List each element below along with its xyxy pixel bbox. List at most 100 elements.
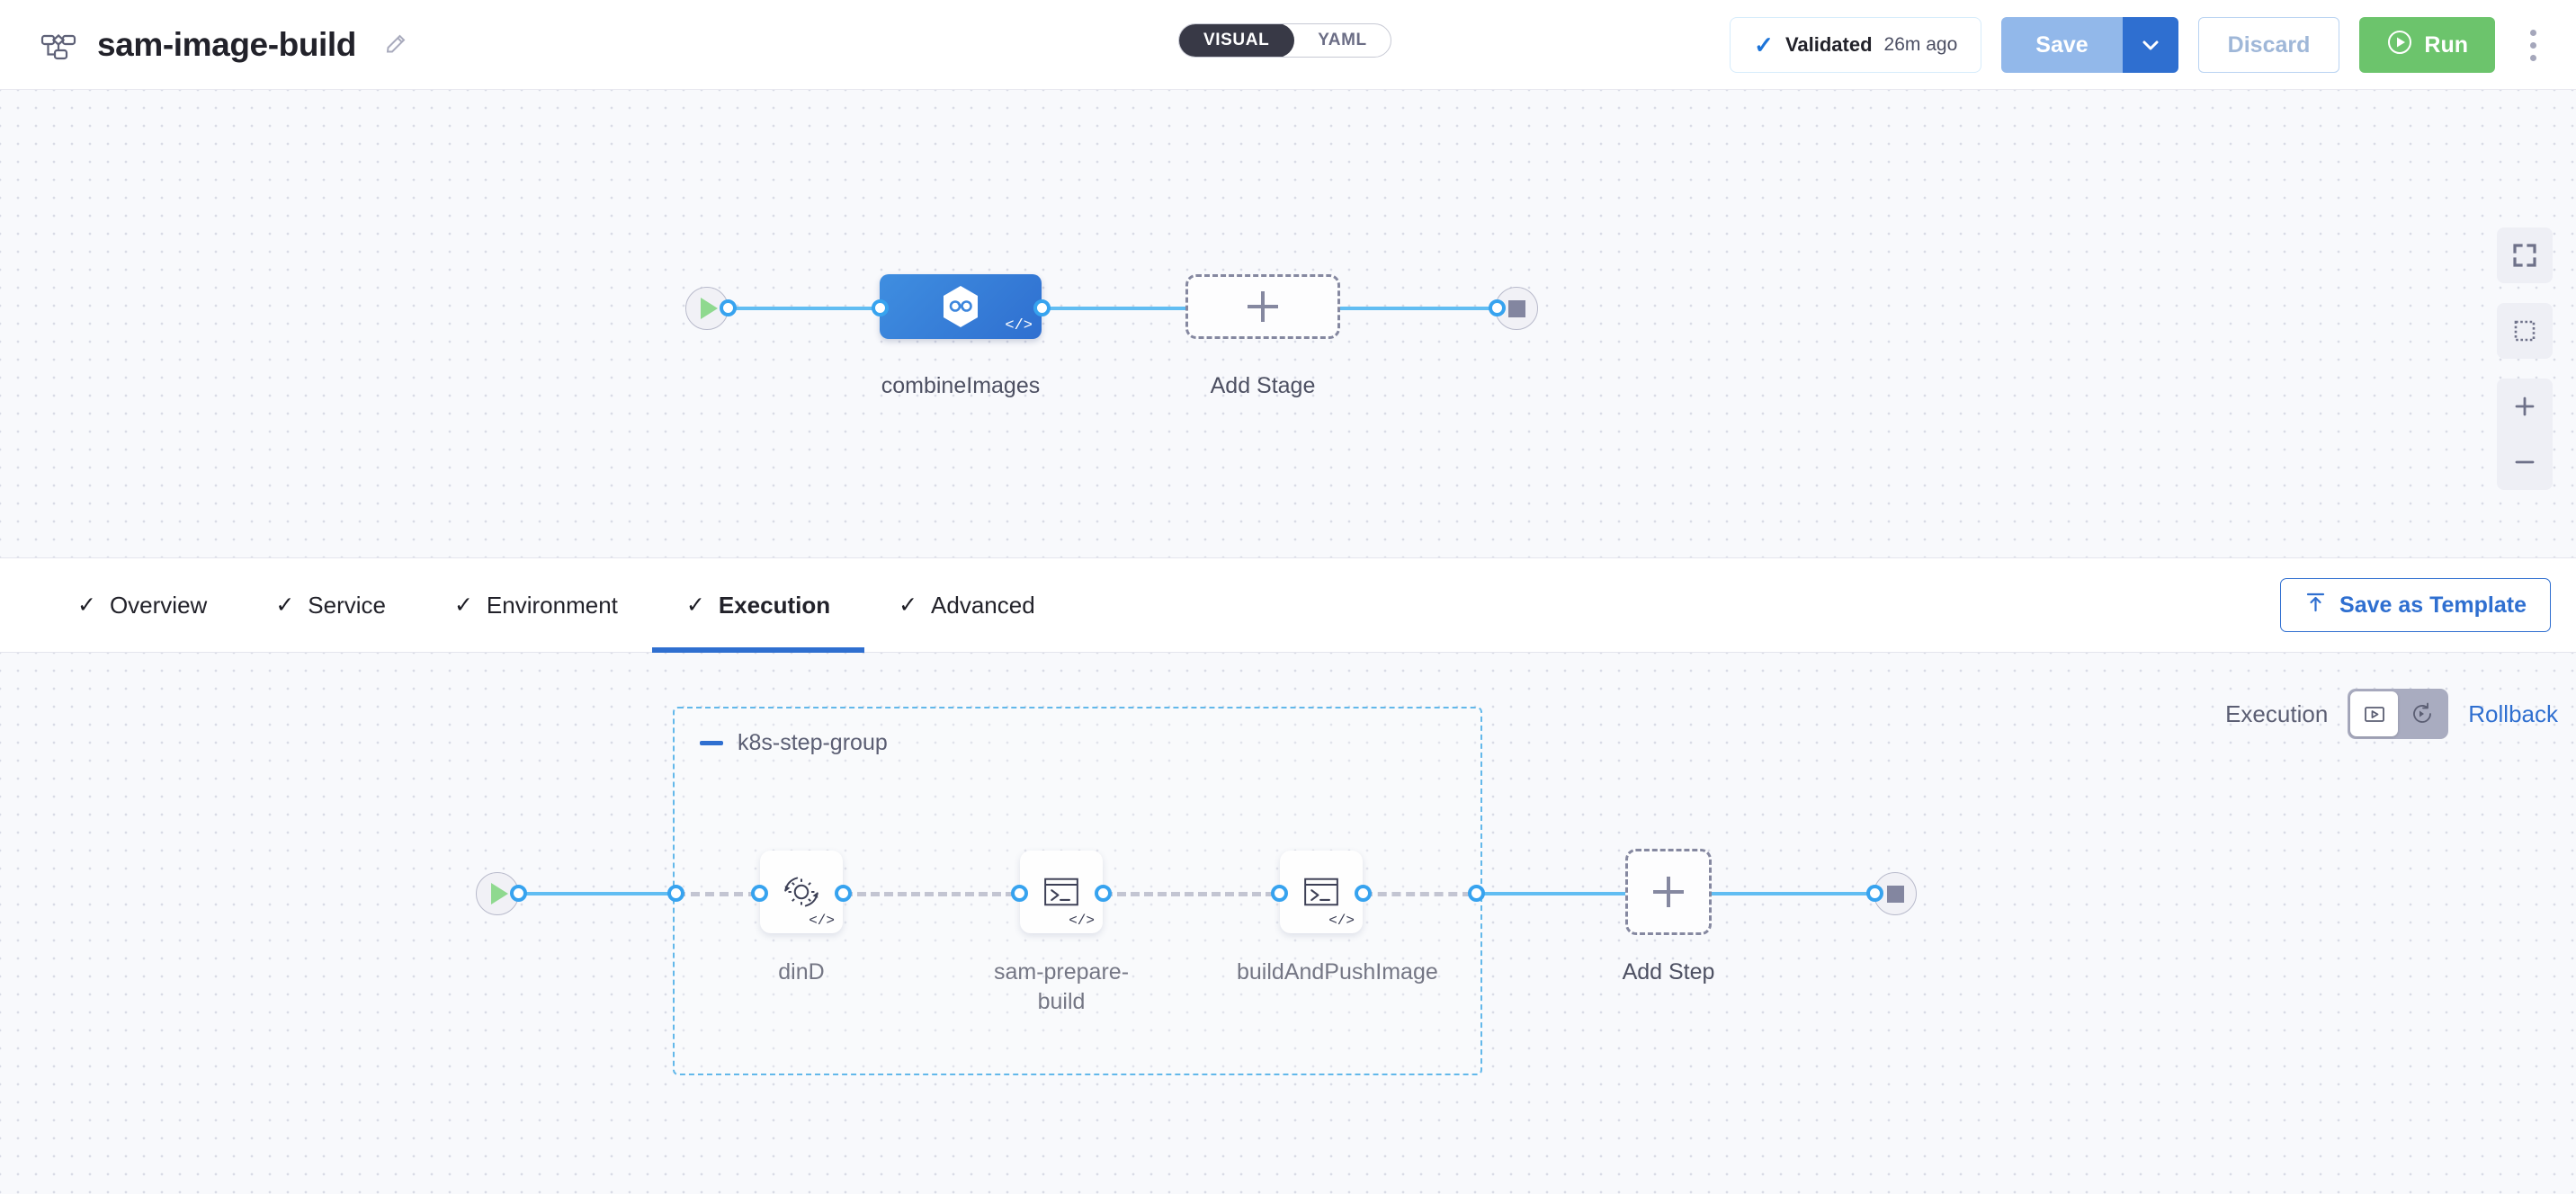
zoom-out-button[interactable] <box>2497 434 2553 490</box>
tab-service[interactable]: ✓ Service <box>241 557 420 653</box>
step-group-title: k8s-step-group <box>738 730 888 755</box>
validated-timestamp: 26m ago <box>1883 34 1958 55</box>
step-node-sam-prepare-build-label: sam-prepare-build <box>993 959 1130 1014</box>
tab-overview-label: Overview <box>109 591 208 619</box>
execution-mode-label: Execution <box>2225 699 2329 727</box>
gear-rotate-icon <box>784 877 818 907</box>
edge-addstep-to-end <box>1712 892 1874 896</box>
run-button[interactable]: Run <box>2359 17 2495 73</box>
tab-advanced[interactable]: ✓ Advanced <box>864 557 1069 653</box>
stage-node-label: combineImages <box>881 373 1041 398</box>
execution-start-port[interactable] <box>510 885 527 902</box>
edge-stage-to-addstage <box>1042 307 1185 310</box>
rollback-link[interactable]: Rollback <box>2468 699 2558 727</box>
tab-service-label: Service <box>308 591 386 619</box>
status-badge-validated[interactable]: ✓ Validated 26m ago <box>1730 17 1982 73</box>
view-mode-toggle[interactable]: VISUAL YAML <box>1178 23 1391 58</box>
app-header: sam-image-build VISUAL YAML ✓ Validated … <box>0 0 2576 90</box>
expand-icon <box>2513 244 2536 267</box>
minus-icon <box>2515 460 2535 464</box>
stage-code-badge: </> <box>1005 317 1033 334</box>
fit-to-screen-button[interactable] <box>2497 227 2553 283</box>
validated-label: Validated <box>1784 33 1873 56</box>
marquee-select-icon <box>2514 320 2536 342</box>
stop-square-icon <box>1507 299 1525 317</box>
plus-icon <box>2515 397 2535 416</box>
step-group-header[interactable]: k8s-step-group <box>700 730 888 756</box>
step-node-dind[interactable]: </> <box>760 851 843 933</box>
step3-input-port[interactable] <box>1271 885 1288 902</box>
group-exit-port[interactable] <box>1468 885 1485 902</box>
tab-environment[interactable]: ✓ Environment <box>420 557 652 653</box>
save-as-template-label: Save as Template <box>2339 592 2527 618</box>
play-triangle-icon <box>491 883 508 904</box>
execution-rollback-toggle[interactable] <box>2348 689 2449 739</box>
edge-group-to-addstep <box>1477 892 1625 896</box>
plus-icon <box>1653 877 1684 907</box>
step1-input-port[interactable] <box>751 885 768 902</box>
step2-output-port[interactable] <box>1095 885 1112 902</box>
step-node-dind-label: dinD <box>778 959 825 985</box>
step-code-badge: </> <box>809 913 835 929</box>
add-step-label: Add Step <box>1622 959 1715 985</box>
step-node-sam-prepare-build[interactable]: </> <box>1020 851 1103 933</box>
zoom-controls[interactable] <box>2497 379 2553 490</box>
stage-end-port[interactable] <box>1489 299 1506 316</box>
stage-canvas[interactable]: </> combineImages Add Stage <box>0 90 2576 557</box>
execution-rollback-switch[interactable]: Execution Rollback <box>2225 689 2558 739</box>
tab-execution[interactable]: ✓ Execution <box>651 557 865 653</box>
tab-environment-label: Environment <box>486 591 618 619</box>
add-step-button[interactable] <box>1625 849 1712 935</box>
edge-group-to-step1 <box>676 892 757 896</box>
harness-hexagon-icon <box>944 286 978 327</box>
page-title: sam-image-build <box>97 25 356 63</box>
header-left-group: sam-image-build <box>0 26 408 64</box>
execution-start-node[interactable] <box>476 872 519 915</box>
edge-addstage-to-end <box>1340 307 1504 310</box>
check-icon: ✓ <box>899 593 918 618</box>
step-code-badge: </> <box>1069 913 1095 929</box>
terminal-icon <box>1044 878 1078 906</box>
stage-start-port[interactable] <box>720 299 737 316</box>
stage-canvas-controls[interactable] <box>2497 227 2553 490</box>
save-button[interactable]: Save <box>2001 17 2123 73</box>
check-icon: ✓ <box>685 593 705 618</box>
selection-box-button[interactable] <box>2497 303 2553 359</box>
edge-step1-to-step2 <box>844 892 1015 896</box>
mode-option-yaml[interactable]: YAML <box>1318 31 1367 49</box>
stage-config-tabbar[interactable]: ✓ Overview ✓ Service ✓ Environment ✓ Exe… <box>0 557 2576 653</box>
check-icon: ✓ <box>77 593 96 618</box>
toggle-option-execution[interactable] <box>2350 691 2399 736</box>
pencil-icon[interactable] <box>383 32 408 58</box>
tab-list[interactable]: ✓ Overview ✓ Service ✓ Environment ✓ Exe… <box>0 557 1069 653</box>
stop-square-icon <box>1886 885 1904 903</box>
save-as-template-button[interactable]: Save as Template <box>2280 578 2551 632</box>
run-label: Run <box>2424 31 2468 58</box>
chevron-down-icon[interactable] <box>2122 17 2178 73</box>
tab-overview[interactable]: ✓ Overview <box>43 557 241 653</box>
save-button-group[interactable]: Save <box>2001 17 2178 73</box>
minus-collapse-icon[interactable] <box>700 741 723 745</box>
plus-icon <box>1248 291 1278 322</box>
execution-canvas[interactable]: Execution Rollback <box>0 653 2576 1194</box>
discard-button[interactable]: Discard <box>2197 17 2340 73</box>
stage-end-node[interactable] <box>1495 287 1538 330</box>
stage-node-output-port[interactable] <box>1033 299 1051 316</box>
step1-output-port[interactable] <box>835 885 852 902</box>
toggle-option-rollback[interactable] <box>2398 691 2446 736</box>
kebab-menu-icon[interactable] <box>2515 29 2551 61</box>
tab-advanced-label: Advanced <box>931 591 1035 619</box>
stage-node-combineimages[interactable]: </> <box>880 274 1042 339</box>
tab-execution-label: Execution <box>718 591 831 619</box>
execution-end-port[interactable] <box>1866 885 1883 902</box>
mode-option-visual[interactable]: VISUAL <box>1178 24 1295 57</box>
zoom-in-button[interactable] <box>2497 379 2553 434</box>
step3-output-port[interactable] <box>1355 885 1372 902</box>
add-stage-button[interactable] <box>1185 274 1340 339</box>
play-triangle-icon <box>701 298 718 319</box>
group-entry-port[interactable] <box>667 885 684 902</box>
step2-input-port[interactable] <box>1011 885 1028 902</box>
terminal-icon <box>1304 878 1338 906</box>
stage-node-input-port[interactable] <box>872 299 889 316</box>
step-node-buildandpushimage[interactable]: </> <box>1280 851 1363 933</box>
